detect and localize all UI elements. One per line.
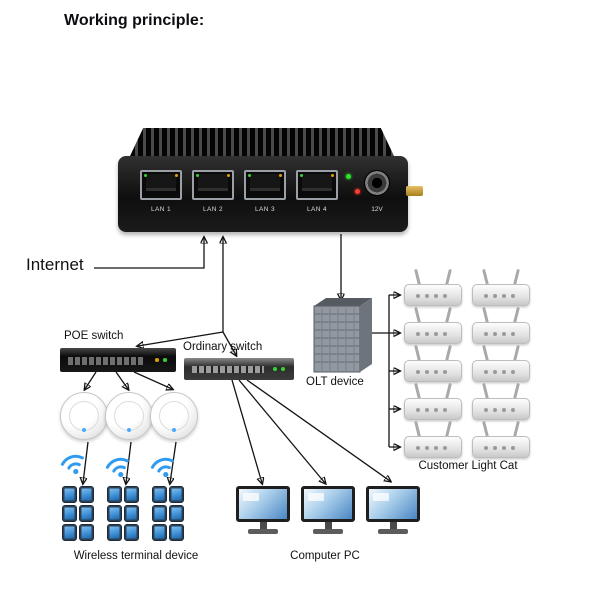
access-point-icon bbox=[60, 392, 108, 440]
power-label: 12V bbox=[371, 206, 383, 213]
phone-cluster bbox=[62, 486, 94, 541]
smartphone-icon bbox=[107, 505, 122, 522]
poe-switch-icon bbox=[60, 348, 176, 372]
lan1-port bbox=[140, 170, 182, 200]
smartphone-icon bbox=[79, 505, 94, 522]
page-title: Working principle: bbox=[64, 12, 205, 29]
customer-router-icon bbox=[404, 306, 462, 344]
customer-router-icon bbox=[472, 306, 530, 344]
access-point-icon bbox=[150, 392, 198, 440]
smartphone-icon bbox=[169, 486, 184, 503]
customer-router-icon bbox=[472, 420, 530, 458]
lan4-port bbox=[296, 170, 338, 200]
computer-monitor-icon bbox=[366, 486, 420, 538]
smartphone-icon bbox=[124, 505, 139, 522]
smartphone-icon bbox=[62, 486, 77, 503]
status-led-red bbox=[355, 189, 360, 194]
ordinary-switch-label: Ordinary switch bbox=[183, 341, 263, 353]
lan2-port bbox=[192, 170, 234, 200]
wireless-terminal-label: Wireless terminal device bbox=[73, 550, 199, 562]
arrow-internet-to-device bbox=[94, 238, 204, 269]
arrow-poe-to-ap2 bbox=[115, 371, 128, 389]
customer-router-icon bbox=[472, 344, 530, 382]
customer-router-icon bbox=[404, 382, 462, 420]
lan3-label: LAN 3 bbox=[254, 206, 276, 213]
customer-router-icon bbox=[404, 344, 462, 382]
lan3-port bbox=[244, 170, 286, 200]
phone-cluster bbox=[152, 486, 184, 541]
heatsink-fins bbox=[130, 128, 394, 156]
lan2-label: LAN 2 bbox=[202, 206, 224, 213]
lan4-label: LAN 4 bbox=[306, 206, 328, 213]
smartphone-icon bbox=[79, 486, 94, 503]
ordinary-switch-icon bbox=[184, 358, 294, 380]
device-front-panel: LAN 1 LAN 2 LAN 3 LAN 4 12V bbox=[118, 156, 408, 232]
power-led-green bbox=[346, 174, 351, 179]
smartphone-icon bbox=[107, 524, 122, 541]
internet-label: Internet bbox=[26, 255, 84, 274]
smartphone-icon bbox=[124, 524, 139, 541]
customer-router-icon bbox=[404, 420, 462, 458]
customer-router-icon bbox=[472, 382, 530, 420]
phone-cluster bbox=[107, 486, 139, 541]
computer-monitor-icon bbox=[301, 486, 355, 538]
customer-router-icon bbox=[472, 268, 530, 306]
antenna-connector bbox=[406, 186, 423, 196]
smartphone-icon bbox=[169, 524, 184, 541]
smartphone-icon bbox=[169, 505, 184, 522]
arrow-poe-to-ap3 bbox=[133, 371, 172, 389]
arrow-switch-to-pc3 bbox=[246, 379, 390, 481]
wifi-icon bbox=[55, 446, 92, 480]
smartphone-icon bbox=[124, 486, 139, 503]
smartphone-icon bbox=[62, 505, 77, 522]
mini-pc-appliance: LAN 1 LAN 2 LAN 3 LAN 4 12V bbox=[118, 128, 430, 240]
olt-device-icon bbox=[310, 296, 374, 381]
lan1-label: LAN 1 bbox=[150, 206, 172, 213]
wifi-icon bbox=[100, 449, 137, 483]
smartphone-icon bbox=[152, 505, 167, 522]
wifi-icon bbox=[145, 449, 182, 483]
smartphone-icon bbox=[152, 524, 167, 541]
computer-monitor-icon bbox=[236, 486, 290, 538]
arrow-switch-to-pc1 bbox=[231, 379, 262, 483]
customer-router-icon bbox=[404, 268, 462, 306]
poe-switch-label: POE switch bbox=[64, 330, 124, 342]
arrow-poe-to-ap1 bbox=[85, 371, 97, 389]
smartphone-icon bbox=[62, 524, 77, 541]
smartphone-icon bbox=[107, 486, 122, 503]
dc-power-jack bbox=[364, 170, 390, 196]
access-point-icon bbox=[105, 392, 153, 440]
customer-light-cat-label: Customer Light Cat bbox=[418, 460, 518, 472]
smartphone-icon bbox=[152, 486, 167, 503]
smartphone-icon bbox=[79, 524, 94, 541]
arrow-switch-to-pc2 bbox=[238, 379, 325, 483]
computer-pc-label: Computer PC bbox=[290, 550, 360, 562]
